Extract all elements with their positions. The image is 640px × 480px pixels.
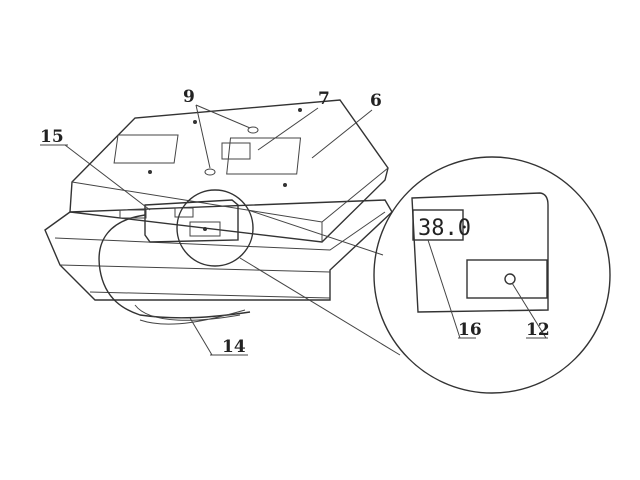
lid-window-left <box>113 134 179 164</box>
temperature-display <box>412 209 464 241</box>
label-15: 15 <box>40 127 64 147</box>
power-cord <box>98 209 251 325</box>
lid-center-panel <box>221 142 251 160</box>
label-6: 6 <box>370 91 382 111</box>
label-14: 14 <box>222 337 246 357</box>
label-12: 12 <box>526 320 550 340</box>
incubator-lid <box>69 99 389 243</box>
label-7: 7 <box>318 89 330 109</box>
label-16: 16 <box>458 320 482 340</box>
callouts <box>40 104 548 356</box>
detail-circle-small <box>176 189 254 267</box>
control-unit <box>144 199 239 243</box>
vent-hole <box>204 168 216 176</box>
vent-hole <box>247 126 259 134</box>
display-reading: 38.0 <box>418 216 471 241</box>
adjust-knob <box>504 273 516 285</box>
detail-circle-large: 38.0 <box>373 156 611 394</box>
lid-window-right <box>226 137 302 175</box>
adjust-panel <box>466 259 548 299</box>
label-9: 9 <box>183 87 195 107</box>
